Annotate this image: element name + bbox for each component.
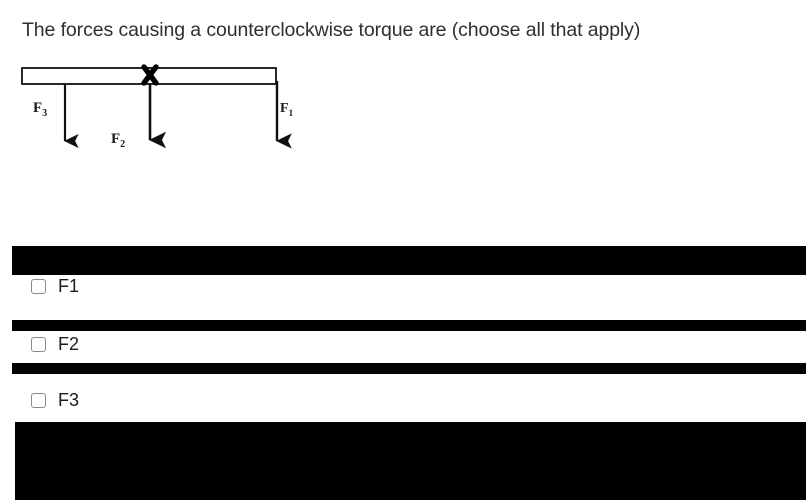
option-label-f3: F3 xyxy=(58,390,80,410)
redaction-bar-between-f2-f3 xyxy=(12,363,806,374)
option-row-f3[interactable]: F3 xyxy=(31,391,79,409)
redaction-bar-between-f1-f2 xyxy=(12,320,806,331)
redaction-bar-bottom xyxy=(15,422,806,500)
force-label-f3: F3 xyxy=(33,100,47,119)
force-label-f1: F1 xyxy=(280,101,294,118)
option-row-f2[interactable]: F2 xyxy=(31,335,79,353)
force-label-f2: F2 xyxy=(111,131,125,150)
force-diagram: F3 F2 F1 xyxy=(0,55,330,165)
checkbox-f2[interactable] xyxy=(31,336,46,352)
question-prompt: The forces causing a counterclockwise to… xyxy=(22,19,641,41)
option-row-f1[interactable]: F1 xyxy=(31,277,79,295)
checkbox-f1[interactable] xyxy=(31,278,46,294)
pivot-x-marker xyxy=(141,64,159,86)
option-label-f1: F1 xyxy=(58,276,80,296)
option-label-f2: F2 xyxy=(58,334,80,354)
checkbox-f3[interactable] xyxy=(31,392,46,408)
redaction-bar-top xyxy=(12,246,806,275)
